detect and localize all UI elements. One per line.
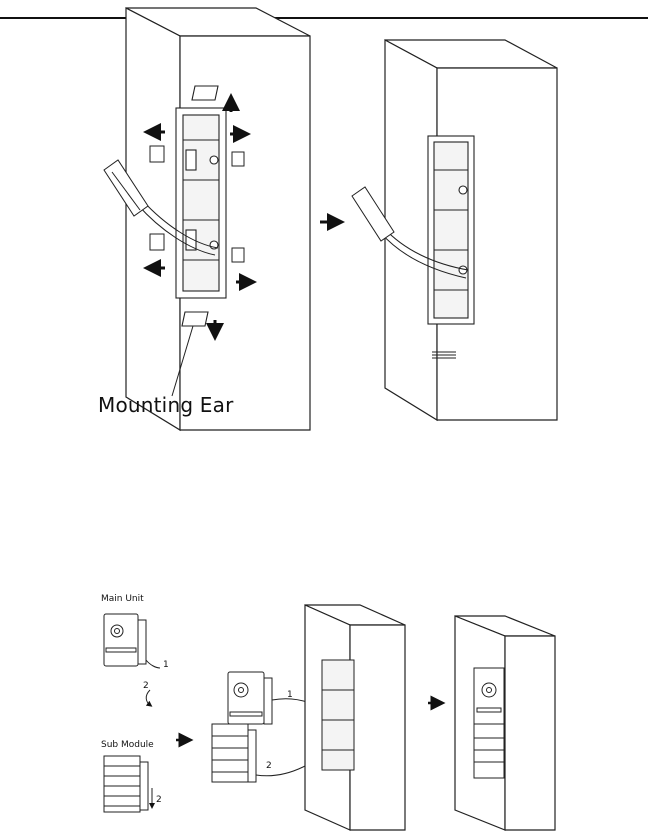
main-unit: [104, 614, 146, 666]
back-box-top-left: [176, 108, 226, 298]
wall-middle-bottom: [305, 605, 405, 830]
mounting-ear-bottom: [182, 312, 208, 326]
assembled-main-unit: [228, 672, 272, 724]
mounting-ear-label: Mounting Ear: [98, 393, 234, 417]
back-box-top-right: [428, 136, 474, 324]
step-number: 1: [163, 660, 169, 670]
assembled-sub-module: [212, 724, 256, 782]
mounting-ear-top: [192, 86, 218, 100]
wall-right-bottom: [455, 616, 555, 830]
sub-module: [104, 756, 148, 812]
main-unit-label: Main Unit: [101, 594, 144, 604]
step-number: 1: [287, 690, 293, 700]
installed-device: [474, 668, 504, 778]
step-number: 2: [143, 681, 149, 691]
sub-module-label: Sub Module: [101, 740, 154, 750]
back-box-bottom-middle: [322, 660, 354, 770]
step-number: 2: [156, 795, 162, 805]
step-number: 2: [266, 761, 272, 771]
